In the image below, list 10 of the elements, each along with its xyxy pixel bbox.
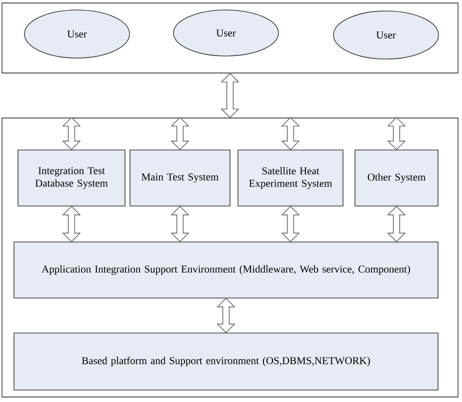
layer-box: Application Integration Support Environment (Middleware, Web service, Component): [14, 242, 438, 298]
system-box: Integration Test Database System: [18, 150, 126, 206]
system-box: Other System: [354, 150, 438, 206]
system-box: Satellite Heat Experiment System: [238, 150, 344, 206]
double-arrow: [387, 117, 406, 150]
layer-box: Based platform and Support environment (OS,DBMS,NETWORK): [14, 332, 438, 390]
double-arrow: [62, 117, 81, 150]
double-arrow: [170, 117, 190, 150]
double-arrow: [281, 117, 300, 150]
system-box: Main Test System: [130, 150, 230, 206]
